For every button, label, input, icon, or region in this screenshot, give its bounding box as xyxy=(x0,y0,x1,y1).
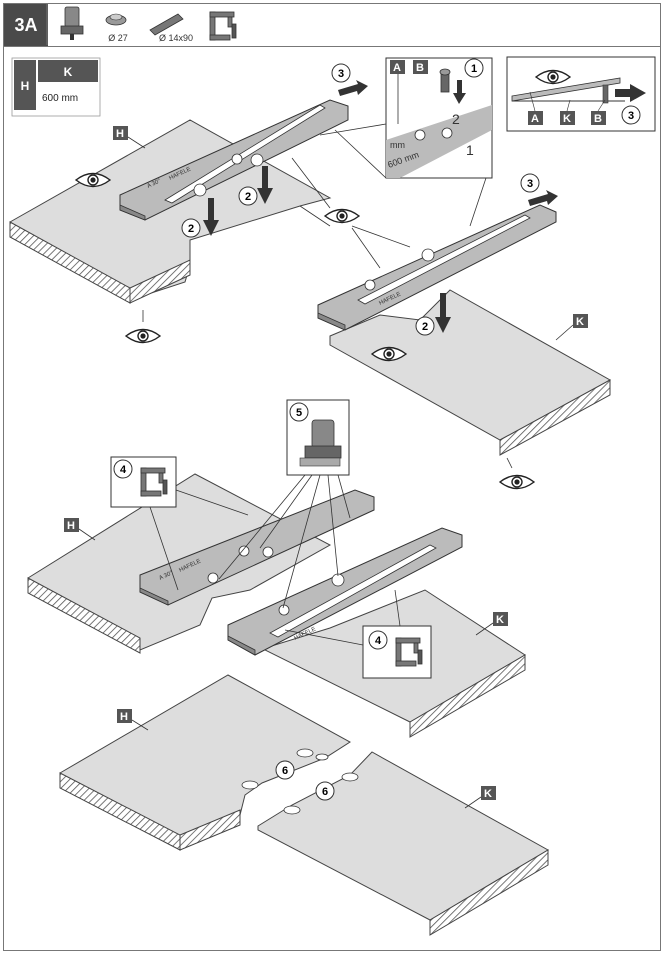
svg-text:2: 2 xyxy=(245,191,251,203)
router-icon xyxy=(60,6,84,40)
press-arrow-top-right xyxy=(435,293,451,333)
panel-k-tag-top: K xyxy=(576,316,584,328)
step-2-marker-c: 2 xyxy=(415,316,435,336)
section-label-b: B xyxy=(594,113,602,125)
legend-panel-k: K xyxy=(64,65,73,79)
step-4-marker-a: 4 xyxy=(120,464,127,476)
step-1-marker: 1 xyxy=(471,63,477,75)
bottom-assembly: H K 6 6 xyxy=(59,674,550,936)
header-bar: 3A xyxy=(4,4,660,47)
svg-text:3: 3 xyxy=(527,178,533,190)
router-detail-box: 5 xyxy=(286,399,350,476)
section-label-a: A xyxy=(531,113,539,125)
section-detail-box: A K B 3 xyxy=(506,56,656,132)
step-badge: 3A xyxy=(4,4,48,46)
disc-icon: Ø 27 xyxy=(105,13,128,43)
step-3-marker-b: 3 xyxy=(520,173,558,206)
eye-icon-center xyxy=(324,208,360,224)
legend-panel-h: H xyxy=(21,79,30,93)
eye-icon-bottom-left xyxy=(125,328,161,344)
dowel-size-label: Ø 14x90 xyxy=(159,33,193,43)
panel-h-tag-middle: H xyxy=(67,520,75,532)
svg-text:6: 6 xyxy=(282,765,288,777)
template-top-right: HAFELE xyxy=(317,204,557,331)
step-3-marker-a: 3 xyxy=(331,63,368,96)
step-4-marker-b: 4 xyxy=(375,635,382,647)
middle-assembly: H K A 30° HAFELE HAFELE 5 xyxy=(27,399,526,738)
panel-h-tag-top: H xyxy=(116,128,124,140)
panel-k-tag-middle: K xyxy=(496,614,504,626)
header-icons: Ø 27 Ø 14x90 xyxy=(46,4,237,45)
detail-num-2: 2 xyxy=(452,111,460,127)
press-arrows-top-left xyxy=(203,166,273,236)
section-label-k: K xyxy=(563,113,571,125)
top-assembly: H H A 30° HAFELE 2 2 xyxy=(9,56,656,490)
svg-text:2: 2 xyxy=(188,223,194,235)
legend-box: H K 600 mm xyxy=(11,57,101,117)
panel-h-tag-bottom: H xyxy=(120,711,128,723)
eye-icon-bottom-right xyxy=(499,474,535,490)
pin-detail-box: A B 1 mm 600 mm 2 1 xyxy=(319,57,493,227)
dowel-icon: Ø 14x90 xyxy=(149,13,193,43)
clamp-icon xyxy=(209,11,237,41)
detail-label-b: B xyxy=(416,62,424,74)
step-5-marker: 5 xyxy=(296,407,302,419)
svg-text:3: 3 xyxy=(338,68,344,80)
template-top-left: A 30° HAFELE xyxy=(119,99,349,221)
clamp-detail-box-right: 4 xyxy=(284,589,432,679)
section-step-3: 3 xyxy=(628,110,634,122)
disc-size-label: Ø 27 xyxy=(108,33,128,43)
svg-text:2: 2 xyxy=(422,321,428,333)
middle-template-angle: A 30° xyxy=(158,570,174,582)
panel-k-tag-bottom: K xyxy=(484,788,492,800)
legend-dimension: 600 mm xyxy=(42,93,78,104)
svg-text:6: 6 xyxy=(322,786,328,798)
clamp-detail-box-left: 4 xyxy=(110,456,249,591)
detail-mm-text: mm xyxy=(390,140,405,150)
detail-label-a: A xyxy=(393,62,401,74)
step-6-marker-a: 6 xyxy=(275,760,295,780)
step-6-marker-b: 6 xyxy=(315,781,335,801)
step-2-marker-a: 2 xyxy=(181,218,201,238)
template-angle-text: A 30° xyxy=(146,178,162,190)
step-2-marker-b: 2 xyxy=(238,186,258,206)
detail-num-1: 1 xyxy=(466,142,474,158)
